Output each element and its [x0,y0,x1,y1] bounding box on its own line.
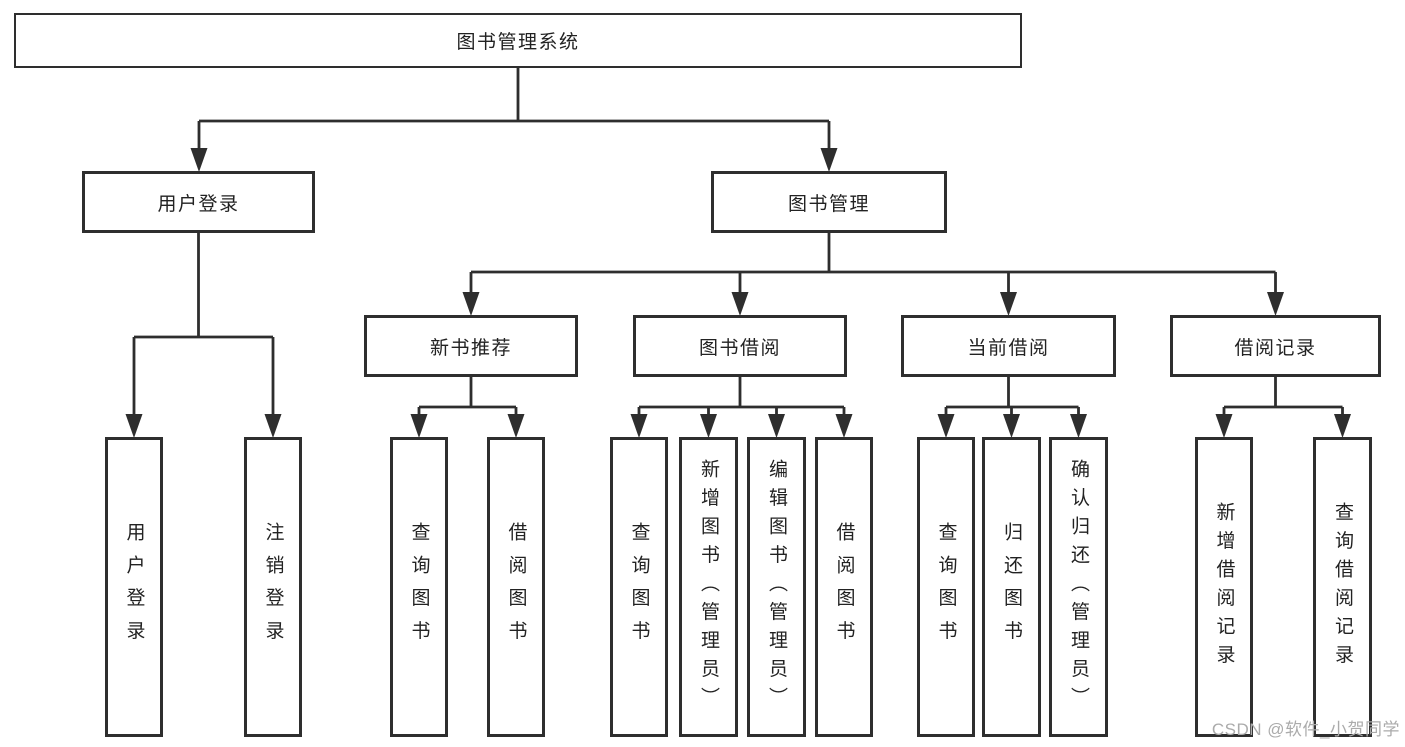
node-borrowing-records: 借阅记录 [1170,315,1381,377]
leaf-current-query-books: 查询图书 [917,437,975,737]
node-root: 图书管理系统 [14,13,1022,68]
leaf-user-login: 用户登录 [105,437,163,737]
connector-borrowing-records-children [1222,377,1344,416]
arrow-icon [937,414,955,438]
leaf-records-query-record-label: 查询借阅记录 [1332,501,1353,673]
leaf-current-confirm-return-label: 确认归还（管理员） [1068,458,1089,716]
node-book-management: 图书管理 [711,171,947,233]
leaf-borrowing-borrow-books: 借阅图书 [815,437,873,737]
leaf-recommend-borrow-books-label: 借阅图书 [505,521,527,653]
arrow-icon [1334,414,1351,438]
node-user-login-label: 用户登录 [157,193,240,215]
leaf-recommend-query-books-label: 查询图书 [408,521,430,653]
leaf-records-query-record: 查询借阅记录 [1313,437,1372,737]
node-new-book-recommend-label: 新书推荐 [429,337,512,359]
arrow-icon [1003,414,1020,438]
leaf-borrowing-borrow-books-label: 借阅图书 [833,521,855,653]
leaf-current-return-books: 归还图书 [982,437,1041,737]
leaf-borrowing-edit-books-label: 编辑图书（管理员） [766,458,787,716]
node-current-borrowing: 当前借阅 [901,315,1116,377]
node-current-borrowing-label: 当前借阅 [967,337,1050,359]
connector-new-book-recommend-children [417,377,518,416]
leaf-recommend-query-books: 查询图书 [390,437,448,737]
leaf-recommend-borrow-books: 借阅图书 [487,437,545,737]
leaf-borrowing-add-books-label: 新增图书（管理员） [698,458,719,716]
arrow-icon [820,148,838,172]
connector-book-management-children [469,233,1277,294]
node-user-login: 用户登录 [82,171,315,233]
arrow-icon [700,414,717,438]
leaf-records-add-record: 新增借阅记录 [1195,437,1253,737]
leaf-borrowing-add-books: 新增图书（管理员） [679,437,738,737]
leaf-logout-label: 注销登录 [262,521,284,653]
leaf-records-add-record-label: 新增借阅记录 [1213,501,1235,673]
connector-current-borrowing-children [944,377,1080,416]
leaf-borrowing-query-books-label: 查询图书 [628,521,650,653]
arrow-icon [462,292,480,316]
connector-user-login-children [132,233,275,416]
node-root-label: 图书管理系统 [456,32,580,53]
node-borrowing-records-label: 借阅记录 [1234,337,1317,359]
leaf-current-confirm-return: 确认归还（管理员） [1049,437,1108,737]
arrow-icon [768,414,785,438]
arrow-icon [1215,414,1233,438]
arrow-icon [190,148,208,172]
arrow-icon [1070,414,1087,438]
node-book-borrowing-label: 图书借阅 [698,337,781,359]
node-book-borrowing: 图书借阅 [633,315,847,377]
node-book-management-label: 图书管理 [787,193,870,215]
arrow-icon [264,414,282,438]
connector-book-borrowing-children [637,377,846,416]
arrow-icon [1267,292,1284,316]
arrow-icon [731,292,749,316]
csdn-watermark: CSDN @软件_小贺同学 [1211,720,1400,739]
connector-root-to-level2 [197,68,831,150]
arrow-icon [125,414,143,438]
node-new-book-recommend: 新书推荐 [364,315,578,377]
arrow-icon [630,414,648,438]
leaf-borrowing-query-books: 查询图书 [610,437,668,737]
leaf-current-return-books-label: 归还图书 [1001,521,1022,653]
leaf-logout: 注销登录 [244,437,302,737]
leaf-user-login-label: 用户登录 [123,521,145,653]
arrow-icon [507,414,525,438]
arrow-icon [410,414,428,438]
leaf-current-query-books-label: 查询图书 [935,521,957,653]
arrow-icon [1000,292,1017,316]
leaf-borrowing-edit-books: 编辑图书（管理员） [747,437,806,737]
arrow-icon [835,414,853,438]
